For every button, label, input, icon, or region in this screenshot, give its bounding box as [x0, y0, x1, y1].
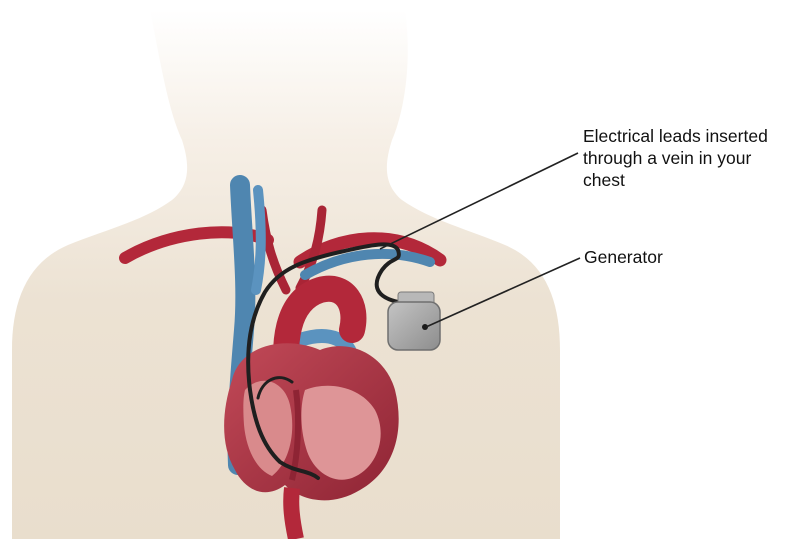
- torso-silhouette: [12, 10, 560, 539]
- jugular-vein: [251, 185, 266, 295]
- right-ventricle: [243, 380, 293, 476]
- generator-label: Generator: [584, 247, 663, 267]
- aorta-descending: [283, 487, 304, 541]
- generator-pointer-line: [425, 257, 581, 328]
- pacemaker-generator: [387, 291, 441, 351]
- septum: [289, 389, 302, 481]
- leads-label-line-3: chest: [583, 170, 625, 190]
- carotid-right: [295, 205, 327, 293]
- artery-left: [119, 226, 274, 264]
- left-ventricle: [301, 385, 381, 480]
- subclavian-vein: [300, 248, 435, 280]
- leads-pointer-line: [379, 152, 579, 250]
- leads-label-line-1: Electrical leads inserted: [583, 126, 768, 146]
- electrical-lead: [246, 242, 401, 480]
- leads-label-line-2: through a vein in your: [583, 148, 752, 168]
- leads-label: Electrical leads inserted through a vein…: [583, 125, 768, 191]
- electrical-lead-branch: [256, 376, 294, 400]
